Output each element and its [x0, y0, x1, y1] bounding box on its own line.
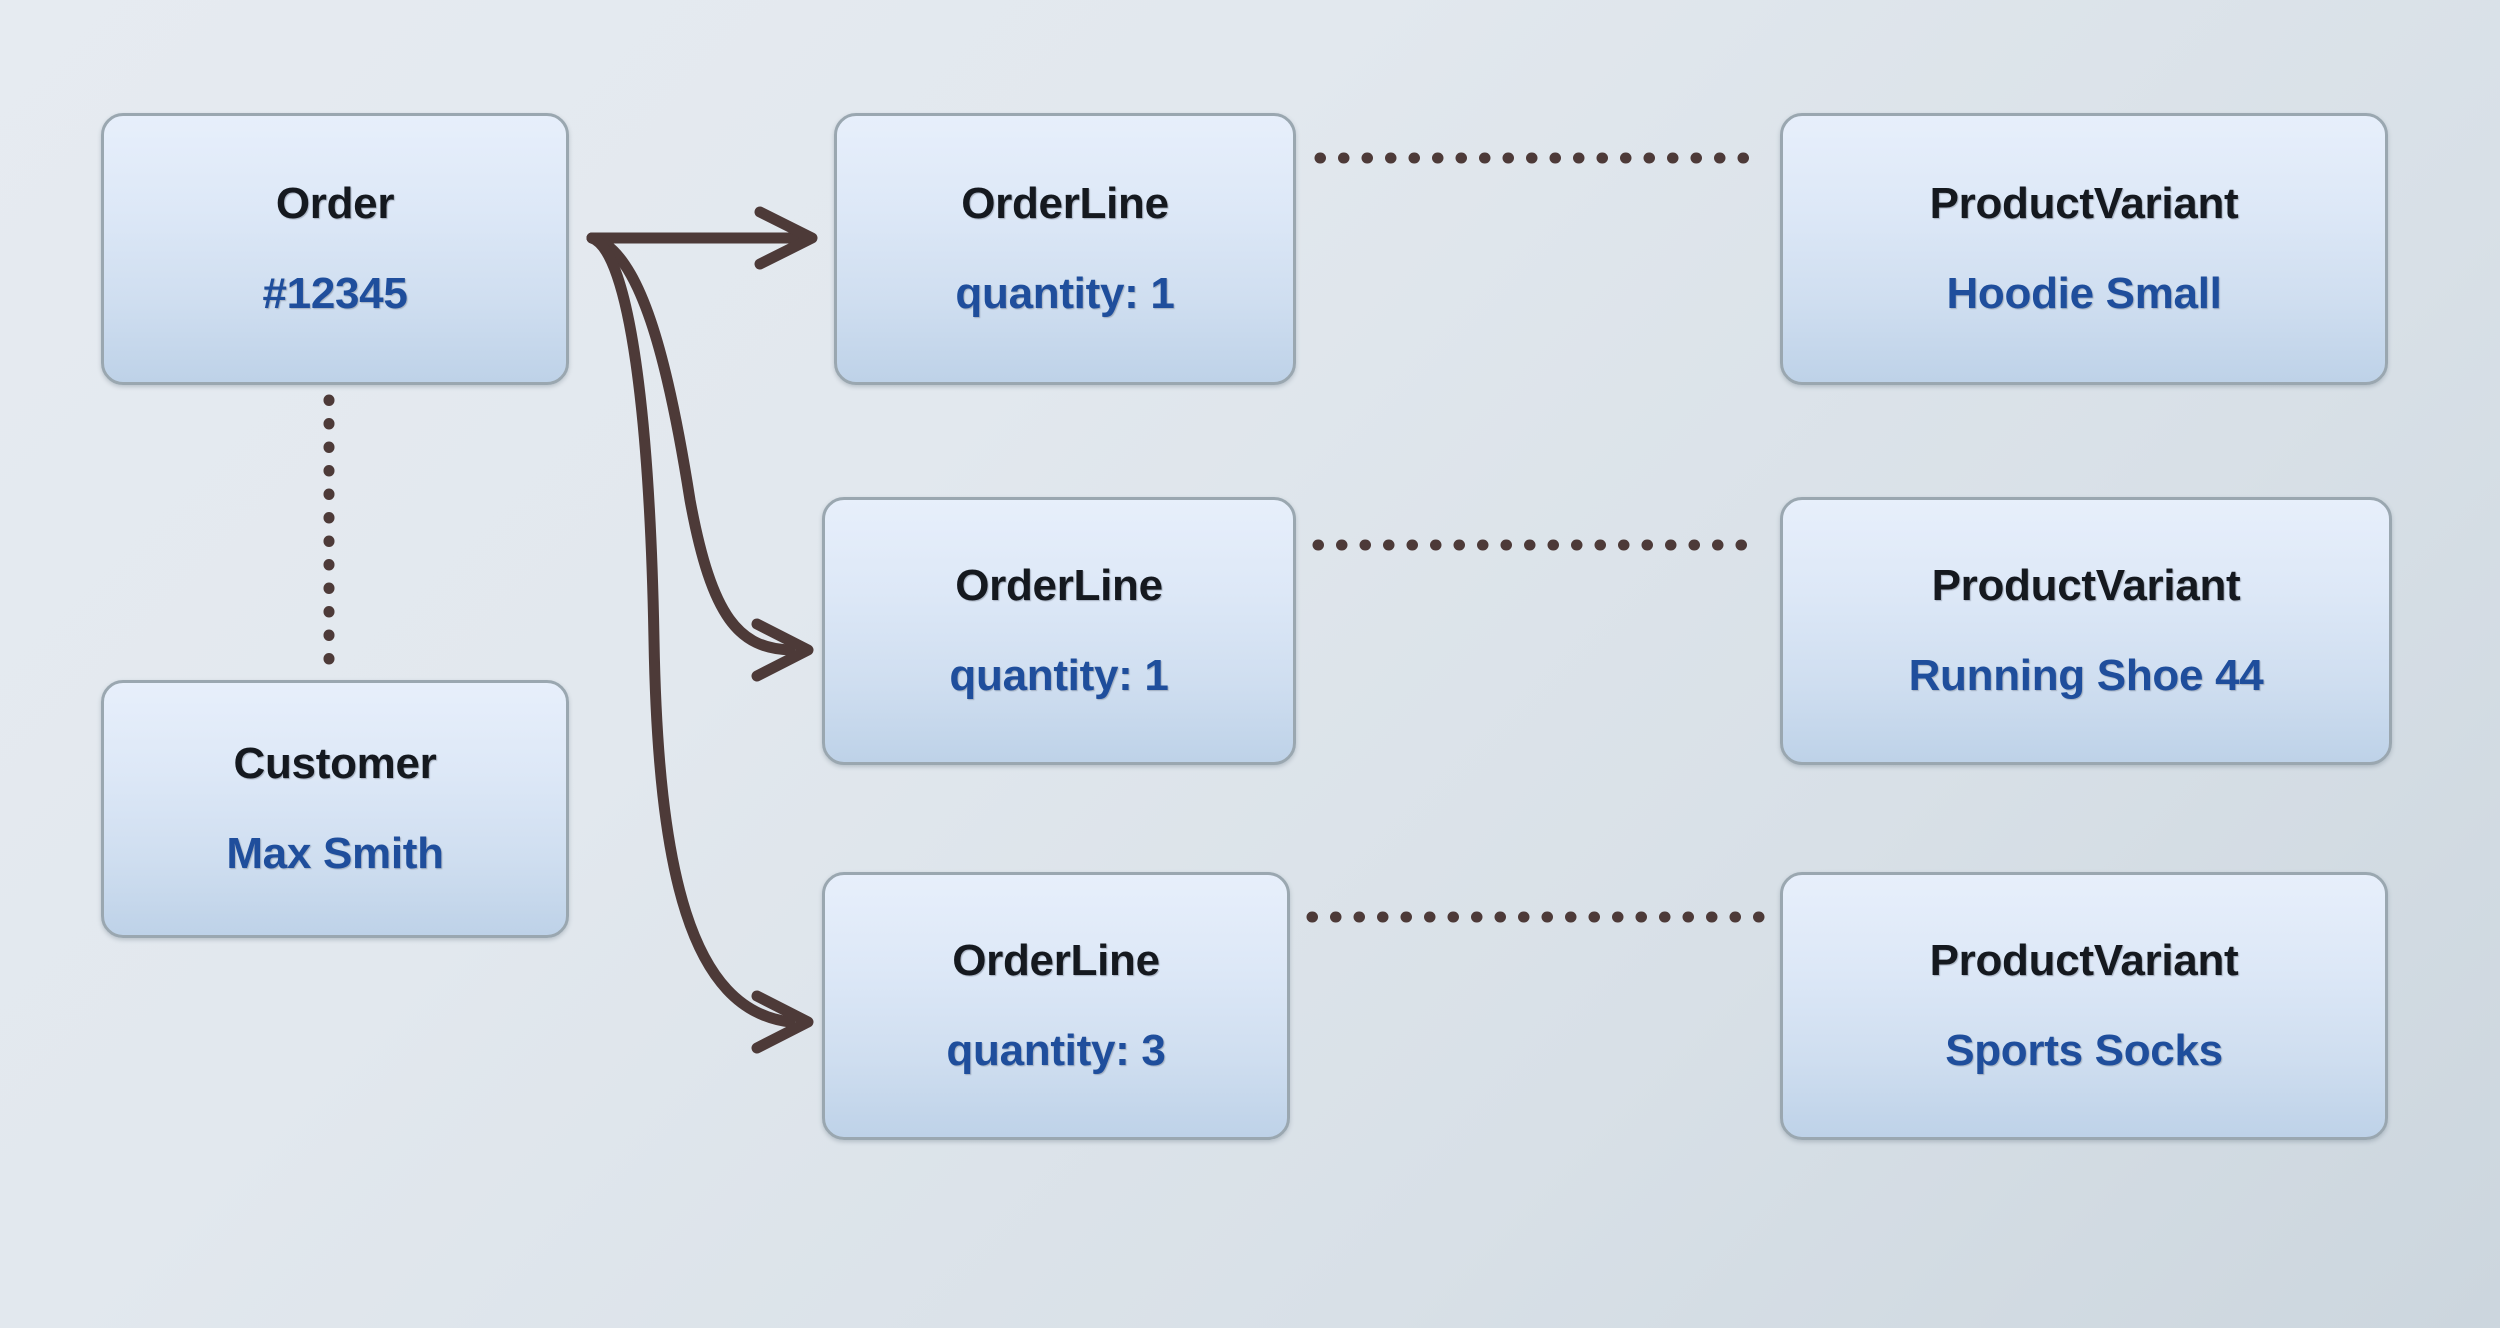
- node-orderline-1[interactable]: OrderLine quantity: 1: [834, 113, 1296, 385]
- node-title: ProductVariant: [1929, 178, 2239, 228]
- node-productvariant-2[interactable]: ProductVariant Running Shoe 44: [1780, 497, 2392, 765]
- node-title: ProductVariant: [1929, 935, 2239, 985]
- edge-order-to-orderline-2: [586, 232, 814, 682]
- node-orderline-2[interactable]: OrderLine quantity: 1: [822, 497, 1296, 765]
- node-title: OrderLine: [952, 935, 1160, 985]
- node-value: Running Shoe 44: [1908, 651, 2264, 700]
- node-orderline-3[interactable]: OrderLine quantity: 3: [822, 872, 1290, 1140]
- node-value: quantity: 1: [955, 269, 1175, 318]
- node-title: Customer: [233, 738, 437, 788]
- node-title: Order: [275, 178, 395, 228]
- node-value: Hoodie Small: [1946, 269, 2222, 318]
- edge-order-to-orderline-1: [586, 206, 818, 270]
- node-title: OrderLine: [961, 178, 1169, 228]
- node-title: OrderLine: [955, 560, 1163, 610]
- node-productvariant-1[interactable]: ProductVariant Hoodie Small: [1780, 113, 2388, 385]
- node-value: quantity: 3: [946, 1026, 1166, 1075]
- node-productvariant-3[interactable]: ProductVariant Sports Socks: [1780, 872, 2388, 1140]
- node-value: Max Smith: [226, 829, 444, 878]
- node-value: #12345: [262, 269, 408, 318]
- node-customer[interactable]: Customer Max Smith: [101, 680, 569, 938]
- node-value: quantity: 1: [949, 651, 1169, 700]
- node-value: Sports Socks: [1945, 1026, 2223, 1075]
- edge-order-to-orderline-3: [586, 232, 814, 1054]
- node-order[interactable]: Order #12345: [101, 113, 569, 385]
- node-title: ProductVariant: [1931, 560, 2241, 610]
